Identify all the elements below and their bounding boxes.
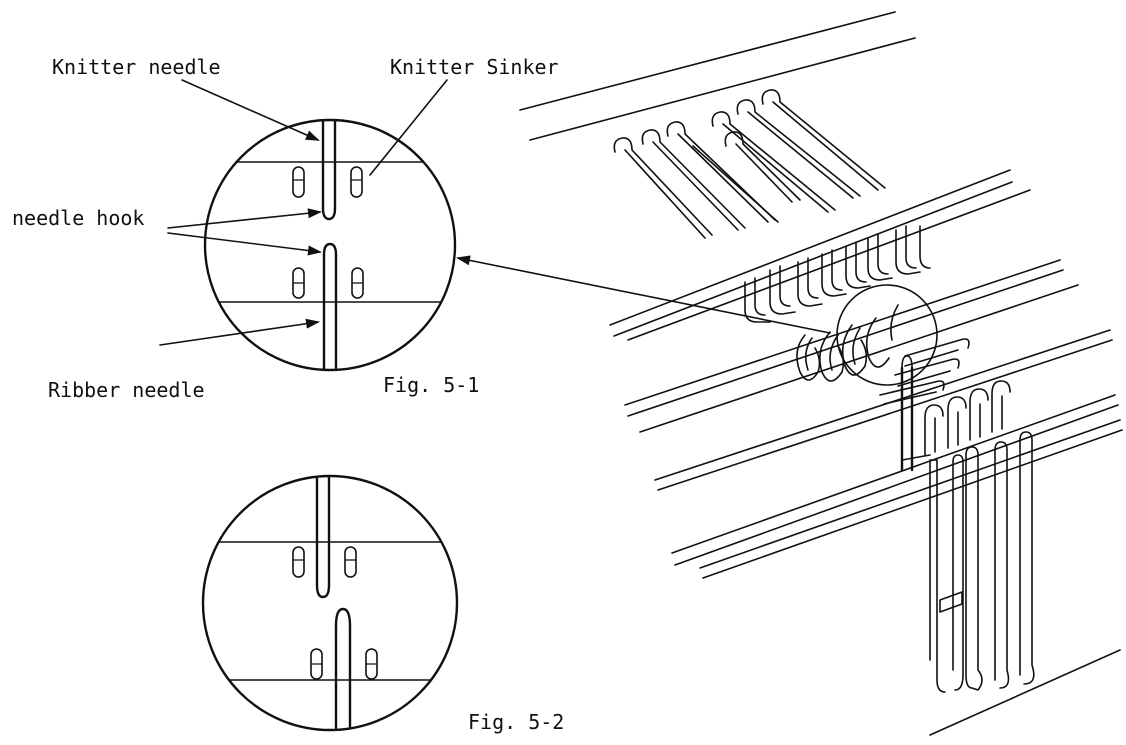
lower-hooks bbox=[924, 380, 1011, 456]
fig-5-1-circle bbox=[203, 118, 457, 372]
label-ribber-needle: Ribber needle bbox=[48, 378, 205, 402]
label-leaders bbox=[159, 79, 448, 346]
center-ribber-needle bbox=[900, 355, 931, 472]
knitter-needle bbox=[321, 120, 337, 221]
label-fig-5-1: Fig. 5-1 bbox=[383, 373, 480, 397]
middle-hooks bbox=[744, 225, 931, 323]
magnify-arrow bbox=[456, 255, 831, 334]
label-fig-5-2: Fig. 5-2 bbox=[468, 710, 565, 734]
ribber-needle-2 bbox=[334, 607, 352, 730]
label-knitter-needle: Knitter needle bbox=[52, 55, 221, 79]
label-knitter-sinker: Knitter Sinker bbox=[390, 55, 559, 79]
ribber-sinker-pins bbox=[292, 267, 364, 299]
knitter-sinker-pins bbox=[292, 166, 363, 198]
label-needle-hook: needle hook bbox=[12, 206, 145, 230]
ribber-needle bbox=[322, 242, 338, 370]
machine-illustration bbox=[519, 11, 1123, 736]
ribber-needles-bottom bbox=[929, 431, 1121, 736]
cross-needles bbox=[879, 338, 970, 405]
knitter-needle-2 bbox=[315, 476, 331, 599]
interlock-loops bbox=[796, 284, 938, 386]
fig-5-2-circle bbox=[201, 474, 459, 732]
sinker-pins-2 bbox=[292, 546, 378, 680]
top-needles bbox=[613, 89, 886, 239]
